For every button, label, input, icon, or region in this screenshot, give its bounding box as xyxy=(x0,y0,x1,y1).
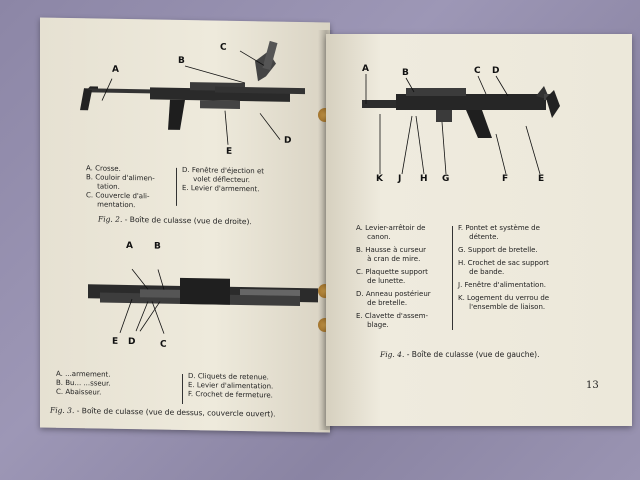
fig3-label-d: D xyxy=(128,337,136,348)
fig4-label-c: C xyxy=(474,66,481,76)
fig4-label-k: K xyxy=(376,174,383,184)
fig4-legend-col2: F. Pontet et système de détente. G. Supp… xyxy=(458,224,549,316)
fig3-label-c: C xyxy=(160,339,167,350)
fig2-label-b: B xyxy=(178,55,185,66)
fig3-legend-divider xyxy=(182,373,183,404)
caption-text: - Boîte de culasse (vue de droite). xyxy=(122,214,252,227)
legend-item: C. Couvercle d'ali- mentation. xyxy=(86,191,150,210)
legend-item: H. Crochet de sac support de bande. xyxy=(458,259,549,276)
legend-item: G. Support de bretelle. xyxy=(458,246,538,254)
fig4-label-a: A xyxy=(362,64,369,74)
fig3-legend-col2: D. Cliquets de retenue. E. Levier d'alim… xyxy=(188,372,273,400)
legend-item: F. Pontet et système de détente. xyxy=(458,224,540,241)
legend-item: C. Abaisseur. xyxy=(56,387,102,397)
legend-item: B. Hausse à curseur à cran de mire. xyxy=(356,246,427,263)
right-page: A B C D K J H G F E A. Levier-arrêtoir d… xyxy=(326,34,632,426)
fig4-label-d: D xyxy=(492,66,500,76)
fig2-legend-divider xyxy=(176,167,177,206)
page-number: 13 xyxy=(586,380,599,391)
legend-item: D. Fenêtre d'éjection et volet déflecteu… xyxy=(182,165,264,185)
fig2-label-c: C xyxy=(220,42,227,53)
fig4-legend-divider xyxy=(452,226,453,330)
legend-item: E. Clavette d'assem- blage. xyxy=(356,312,429,329)
fig4-gun-illustration xyxy=(362,74,560,175)
fig2-legend-col1: A. Crosse. B. Couloir d'alimen- tation. … xyxy=(86,164,155,210)
fig3-legend-col1: A. ...armement. B. Bu... ...sseur. C. Ab… xyxy=(56,370,111,398)
fig2-caption: Fig. 2. - Boîte de culasse (vue de droit… xyxy=(98,214,252,226)
legend-item: K. Logement du verrou de l'ensemble de l… xyxy=(458,294,550,311)
fig2-label-e: E xyxy=(226,146,233,157)
fig4-label-h: H xyxy=(420,174,428,184)
caption-text: - Boîte de culasse (vue de dessus, couve… xyxy=(74,406,276,419)
legend-item: B. Couloir d'alimen- tation. xyxy=(86,173,155,191)
fig2-label-a: A xyxy=(112,64,119,75)
caption-prefix: Fig. 4. xyxy=(380,350,405,359)
fig2-legend-col2: D. Fenêtre d'éjection et volet déflecteu… xyxy=(182,166,264,194)
fig3-gun-illustration xyxy=(88,268,318,334)
legend-item: D. Anneau postérieur de bretelle. xyxy=(356,290,431,307)
caption-text: - Boîte de culasse (vue de gauche). xyxy=(404,350,540,359)
legend-item: F. Crochet de fermeture. xyxy=(188,390,273,400)
fig2-gun-illustration xyxy=(80,40,305,145)
fig3-label-a: A xyxy=(126,240,133,252)
fig4-label-f: F xyxy=(502,174,509,184)
legend-item: J. Fenêtre d'alimentation. xyxy=(458,281,546,289)
fig4-label-j: J xyxy=(398,174,402,184)
fig3-label-e: E xyxy=(112,336,119,347)
fig4-legend-col1: A. Levier-arrêtoir de canon. B. Hausse à… xyxy=(356,224,431,334)
fig3-caption: Fig. 3. - Boîte de culasse (vue de dessu… xyxy=(50,406,276,419)
legend-item: A. Levier-arrêtoir de canon. xyxy=(356,224,426,241)
fig3-label-b: B xyxy=(154,241,161,252)
fig4-label-e: E xyxy=(538,174,545,184)
caption-prefix: Fig. 3. xyxy=(50,405,75,416)
left-page: A B C D E A. Crosse. B. Couloir d'alimen… xyxy=(40,17,330,433)
fig4-label-g: G xyxy=(442,174,450,184)
legend-item: E. Levier d'armement. xyxy=(182,183,260,194)
legend-item: C. Plaquette support de lunette. xyxy=(356,268,428,285)
fig2-label-d: D xyxy=(284,135,292,146)
fig4-caption: Fig. 4. - Boîte de culasse (vue de gauch… xyxy=(380,350,539,359)
fig4-label-b: B xyxy=(402,68,409,78)
caption-prefix: Fig. 2. xyxy=(98,214,123,224)
